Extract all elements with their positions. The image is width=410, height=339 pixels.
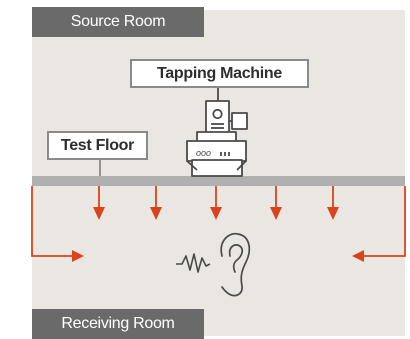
left-flanking-line bbox=[31, 186, 74, 257]
test-floor-label: Test Floor bbox=[47, 131, 148, 160]
receiving-room-label: Receiving Room bbox=[32, 309, 204, 339]
ear-icon bbox=[220, 232, 251, 297]
impact-arrows bbox=[93, 186, 339, 220]
tapping-machine-icon: ooo bbox=[186, 88, 248, 177]
right-flanking-line bbox=[362, 186, 406, 257]
flanking-paths bbox=[31, 186, 406, 257]
sound-wave-icon bbox=[176, 253, 211, 273]
impact-arrow bbox=[150, 186, 162, 220]
impact-arrow bbox=[327, 186, 339, 220]
impact-arrow bbox=[93, 186, 105, 220]
svg-text:ooo: ooo bbox=[196, 148, 211, 158]
floor-slab bbox=[32, 176, 405, 186]
impact-arrow bbox=[210, 186, 222, 220]
tapping-machine-label: Tapping Machine bbox=[130, 59, 309, 88]
impact-arrow bbox=[270, 186, 282, 220]
right-flanking-arrowhead bbox=[352, 250, 364, 262]
source-room-label: Source Room bbox=[32, 7, 204, 37]
left-flanking-arrowhead bbox=[72, 250, 84, 262]
